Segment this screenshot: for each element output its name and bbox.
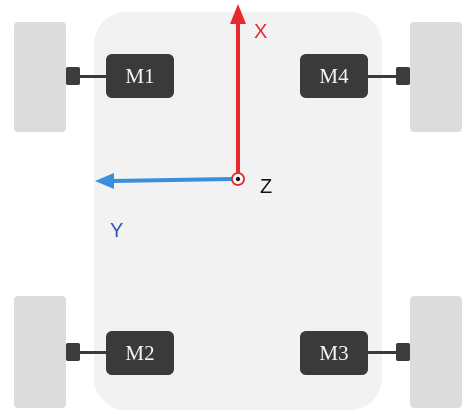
motor-m3: M3	[300, 331, 368, 375]
coupler-m1	[66, 67, 80, 85]
wheel-rear-right	[410, 296, 462, 408]
coupler-m2	[66, 343, 80, 361]
y-axis-arrow	[95, 173, 233, 189]
wheel-front-left	[14, 22, 66, 132]
y-axis-line	[111, 177, 233, 183]
x-axis-arrow	[230, 4, 246, 176]
x-axis-arrowhead	[230, 4, 246, 24]
y-axis-arrowhead	[95, 173, 114, 189]
shaft-m3	[368, 351, 410, 354]
wheel-rear-left	[14, 296, 66, 408]
coupler-m4	[396, 67, 410, 85]
y-axis-label: Y	[110, 220, 124, 242]
z-axis-dot	[235, 176, 241, 182]
shaft-m1	[66, 75, 108, 78]
shaft-m4	[368, 75, 410, 78]
motor-m4: M4	[300, 54, 368, 98]
motor-m2: M2	[106, 331, 174, 375]
z-axis-origin-icon	[231, 172, 245, 186]
coupler-m3	[396, 343, 410, 361]
wheel-front-right	[410, 22, 462, 132]
z-axis-label: Z	[260, 176, 273, 198]
shaft-m2	[66, 351, 108, 354]
x-axis-label: X	[254, 21, 268, 43]
motor-m1: M1	[106, 54, 174, 98]
